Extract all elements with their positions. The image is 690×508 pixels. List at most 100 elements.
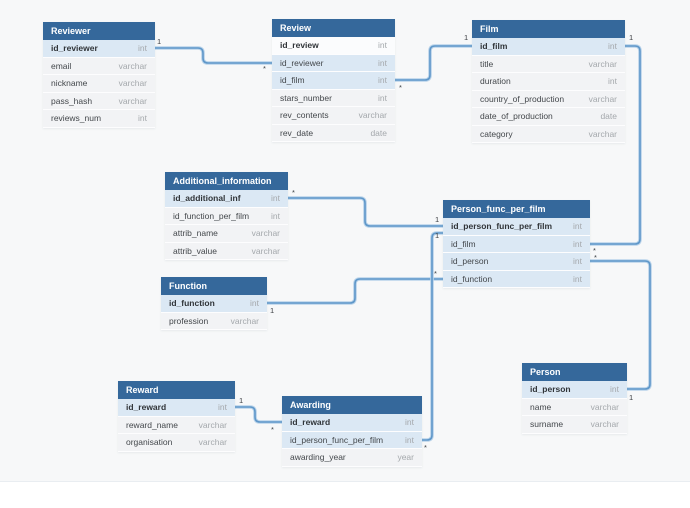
field-name: id_function <box>169 298 215 309</box>
cardinality-label: 1 <box>435 215 439 224</box>
relationship-line-review-film[interactable] <box>395 45 472 81</box>
er-diagram-canvas[interactable]: 1 * * 1 1 * * 1 1 * * 1 1 * 1 * Reviewer… <box>0 0 690 482</box>
field-name: attrib_name <box>173 228 218 239</box>
table-awarding-row-id_reward[interactable]: id_reward int <box>282 414 422 432</box>
table-reviewer-header[interactable]: Reviewer <box>43 22 155 40</box>
table-function-row-id_function[interactable]: id_function int <box>161 295 267 313</box>
field-name: pass_hash <box>51 95 93 106</box>
field-type: varchar <box>198 437 227 448</box>
table-person-func-per-film-row-id_film[interactable]: id_film int <box>443 235 590 253</box>
field-type: int <box>405 434 414 445</box>
cardinality-label: * <box>434 269 437 278</box>
field-name: reviews_num <box>51 113 102 124</box>
field-type: varchar <box>588 93 617 104</box>
relationship-line-pfpf-person[interactable] <box>590 260 651 390</box>
field-name: id_film <box>451 238 476 249</box>
field-name: name <box>530 401 552 412</box>
table-reviewer-row-pass_hash[interactable]: pass_hash varchar <box>43 92 155 110</box>
table-awarding-header[interactable]: Awarding <box>282 396 422 414</box>
relationship-line-film-pfpf[interactable] <box>590 45 641 245</box>
field-type: int <box>610 384 619 395</box>
table-person-header[interactable]: Person <box>522 363 627 381</box>
field-name: id_reviewer <box>280 57 324 68</box>
relationship-line-function-pfpf[interactable] <box>267 278 443 304</box>
cardinality-label: * <box>271 425 274 434</box>
table-additional-information-row-attrib_name[interactable]: attrib_name varchar <box>165 225 288 243</box>
field-type: varchar <box>251 228 280 239</box>
field-type: varchar <box>251 245 280 256</box>
field-type: date <box>370 127 387 138</box>
field-type: varchar <box>590 401 619 412</box>
relationship-line-addinfo-pfpf[interactable] <box>288 197 443 227</box>
cardinality-label: 1 <box>464 33 468 42</box>
relationship-line-reward-awarding[interactable] <box>235 406 282 423</box>
field-name: id_reward <box>290 417 331 428</box>
field-type: varchar <box>358 110 387 121</box>
field-type: varchar <box>118 78 147 89</box>
table-person-func-per-film[interactable]: Person_func_per_film id_person_func_per_… <box>443 200 590 288</box>
table-person-row-name[interactable]: name varchar <box>522 398 627 416</box>
field-type: int <box>405 417 414 428</box>
field-type: varchar <box>198 419 227 430</box>
relationship-line-pfpf-awarding[interactable] <box>422 232 443 441</box>
field-name: awarding_year <box>290 452 346 463</box>
field-name: id_person <box>451 256 489 267</box>
field-name: date_of_production <box>480 111 553 122</box>
table-additional-information-header[interactable]: Additional_information <box>165 172 288 190</box>
field-type: int <box>573 238 582 249</box>
cardinality-label: * <box>593 246 596 255</box>
cardinality-label: * <box>399 83 402 92</box>
field-type: date <box>600 111 617 122</box>
cardinality-label: * <box>424 443 427 452</box>
field-name: id_reviewer <box>51 43 98 54</box>
field-type: int <box>573 221 582 232</box>
table-review-header[interactable]: Review <box>272 19 395 37</box>
table-film-row-date_of_production[interactable]: date_of_production date <box>472 108 625 126</box>
field-type: varchar <box>118 95 147 106</box>
table-function-header[interactable]: Function <box>161 277 267 295</box>
table-film-header[interactable]: Film <box>472 20 625 38</box>
field-type: int <box>250 298 259 309</box>
table-person-func-per-film-header[interactable]: Person_func_per_film <box>443 200 590 218</box>
field-type: int <box>378 75 387 86</box>
relationship-line-reviewer-review[interactable] <box>155 47 272 64</box>
table-additional-information[interactable]: Additional_information id_additional_inf… <box>165 172 288 260</box>
table-reward-header[interactable]: Reward <box>118 381 235 399</box>
